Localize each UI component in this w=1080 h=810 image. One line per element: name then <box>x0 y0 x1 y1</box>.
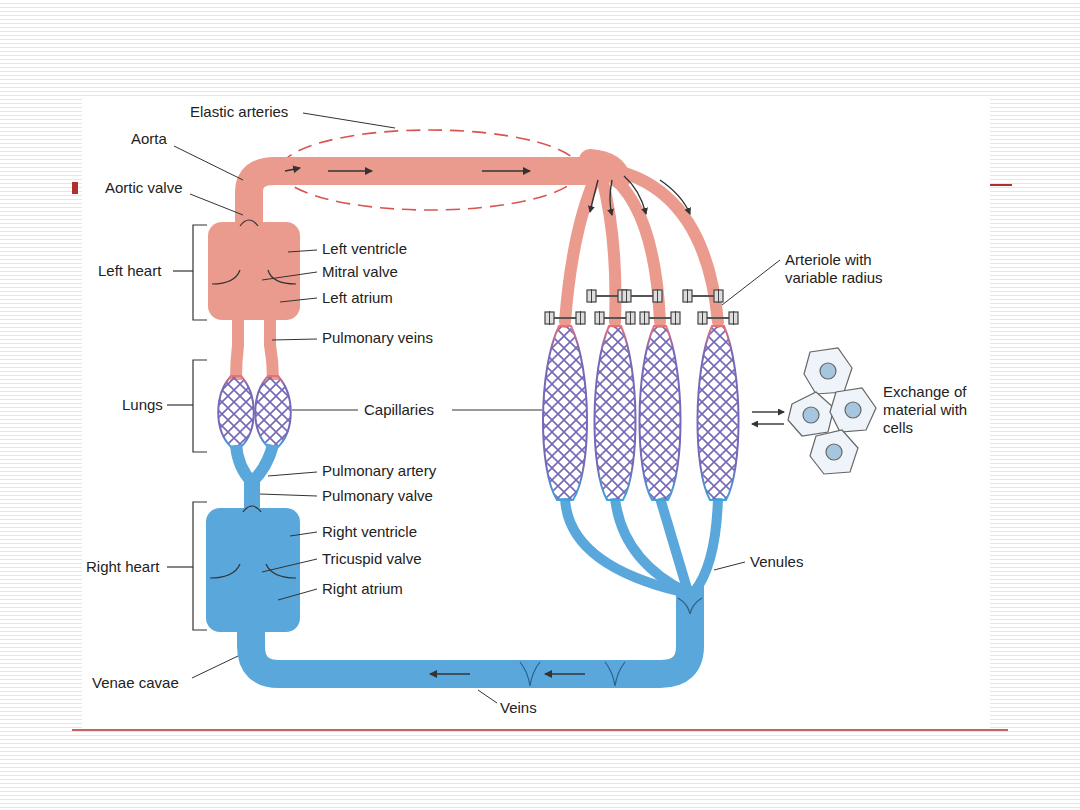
part-label: Veins <box>500 699 537 717</box>
part-label: Aortic valve <box>105 179 183 197</box>
tissue-cells <box>788 348 876 474</box>
part-label: Right atrium <box>322 580 403 598</box>
flow-arrows <box>285 168 784 674</box>
part-label: Exchange of material with cells <box>883 383 991 437</box>
part-label: Lungs <box>122 396 163 414</box>
systemic-veins <box>251 498 718 674</box>
part-label: Right ventricle <box>322 523 417 541</box>
pulmonary-veins <box>236 318 273 380</box>
systemic-capillaries <box>543 326 739 500</box>
part-label: Left atrium <box>322 289 393 307</box>
right-heart <box>206 508 300 632</box>
part-label: Aorta <box>131 130 167 148</box>
part-label: Right heart <box>86 558 159 576</box>
brackets <box>167 225 207 630</box>
leader-lines <box>174 113 780 703</box>
systemic-arteries <box>249 160 718 322</box>
part-label: Tricuspid valve <box>322 550 421 568</box>
pulmonary-artery <box>236 445 273 512</box>
part-label: Pulmonary valve <box>322 487 433 505</box>
part-label: Pulmonary artery <box>322 462 436 480</box>
part-label: Venae cavae <box>92 674 179 692</box>
arteriole-clamps <box>545 289 738 325</box>
part-label: Left heart <box>98 262 161 280</box>
panel <box>82 97 990 728</box>
part-label: Elastic arteries <box>190 103 288 121</box>
part-label: Venules <box>750 553 803 571</box>
part-label: Capillaries <box>364 401 434 419</box>
part-label: Mitral valve <box>322 263 398 281</box>
part-label: Arteriole with variable radius <box>785 251 907 287</box>
part-label: Pulmonary veins <box>322 329 433 347</box>
part-label: Left ventricle <box>322 240 407 258</box>
lung-capillaries <box>218 376 291 447</box>
left-heart <box>208 222 300 320</box>
